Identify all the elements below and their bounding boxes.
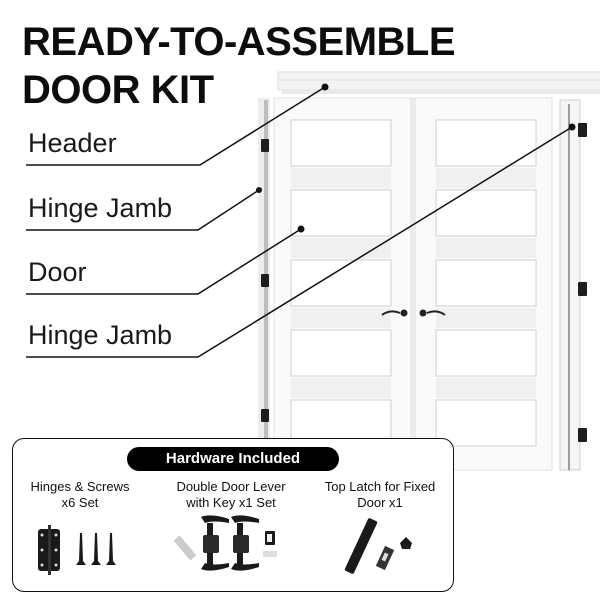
hinge-icon [261,123,587,442]
hardware-item-label-line1: Hinges & Screws [30,479,130,494]
right-hinge-jamb [559,99,581,471]
door-lever-icon [381,309,446,317]
hardware-item-label-line2: x6 Set [61,495,99,510]
callout-lines [26,86,573,358]
hardware-item-label-line1: Top Latch for Fixed [324,479,436,494]
hardware-included-panel: Hardware Included Hinges & Screws x6 Set… [12,438,454,592]
title-line-1: READY-TO-ASSEMBLE [22,20,456,64]
door-lever-set-icon [173,515,277,571]
header-trim [277,71,600,94]
title-line-2: DOOR KIT [22,68,214,112]
hardware-item-hinges: Hinges & Screws x6 Set [15,479,145,585]
callout-label-door: Door [28,257,87,287]
double-door [273,97,553,471]
callout-label-header: Header [28,128,117,158]
hardware-item-label-line2: with Key x1 Set [186,495,276,510]
callout-label-hinge-jamb-right: Hinge Jamb [28,320,173,350]
hardware-item-lever-set: Double Door Lever with Key x1 Set [165,479,297,581]
callout-label-hinge-jamb-left: Hinge Jamb [28,193,173,223]
hardware-item-top-latch: Top Latch for Fixed Door x1 [311,479,449,581]
hardware-heading: Hardware Included [127,447,339,471]
callout-dots [256,83,576,233]
hardware-item-label-line1: Double Door Lever [176,479,286,494]
hardware-item-label-line2: Door x1 [357,495,403,510]
page-title: READY-TO-ASSEMBLE DOOR KIT [22,18,456,114]
hinge-and-screws-icon [38,525,116,575]
top-latch-icon [344,518,412,574]
